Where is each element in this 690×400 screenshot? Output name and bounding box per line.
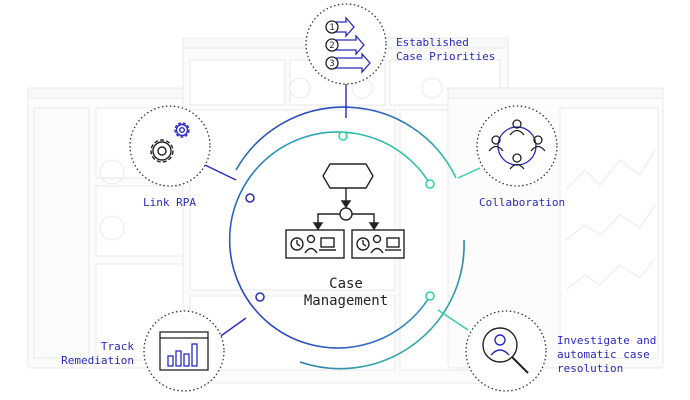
priority-number-3: 3 (329, 59, 334, 69)
connectors (204, 80, 481, 339)
inner-ring (228, 131, 431, 349)
priority-numbers: 1 2 3 (329, 23, 334, 69)
label-established-priorities: Established Case Priorities (396, 36, 496, 63)
label-track-remediation: Track Remediation (61, 340, 134, 367)
priority-number-1: 1 (329, 23, 334, 33)
outer-ring-top (235, 106, 457, 179)
priority-arrows-icon (325, 16, 371, 74)
label-investigate-resolution: Investigate and automatic case resolutio… (557, 334, 657, 375)
label-collaboration: Collaboration (479, 196, 566, 209)
bar-chart-icon (159, 331, 209, 371)
outer-ring-bottom (299, 239, 465, 370)
collaboration-icon (488, 119, 546, 170)
center-title-line1: Case (329, 276, 363, 292)
priority-number-2: 2 (329, 41, 334, 51)
ring-nodes (245, 131, 435, 302)
center-title-line2: Management (304, 293, 388, 309)
label-link-rpa: Link RPA (143, 196, 196, 209)
center-flowchart (285, 163, 405, 259)
magnifier-person-icon (482, 327, 529, 374)
gears-icon (150, 122, 190, 163)
